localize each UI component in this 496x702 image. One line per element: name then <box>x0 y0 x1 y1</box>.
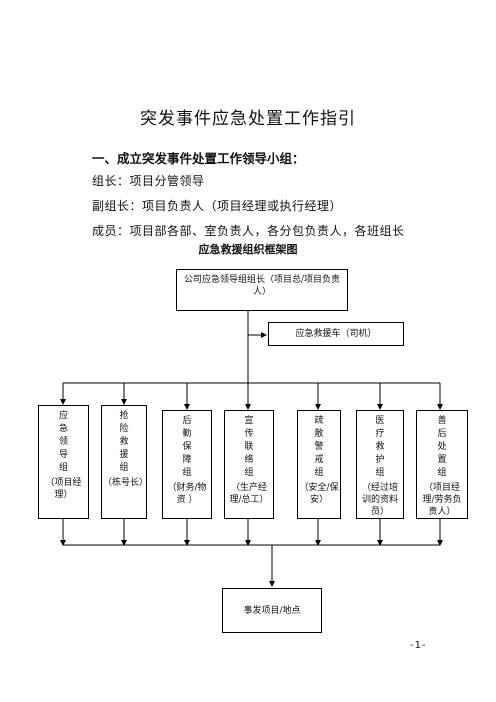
page-number: -1- <box>410 640 427 651</box>
leader-line: 组长：项目分管领导 <box>92 174 205 188</box>
group-role: （生产经理/总工） <box>229 483 269 505</box>
rescue-vehicle-label: 应急救援车（司机） <box>295 329 377 339</box>
group-role: （经过培训的资料员） <box>361 483 398 517</box>
group-name: 宣传联络组 <box>244 416 254 478</box>
members-line: 成员：项目部各部、室负责人，各分包负责人，各班组长 <box>92 224 405 238</box>
group-name: 应急领导组 <box>58 411 68 473</box>
deputy-leader-line: 副组长：项目负责人（项目经理或执行经理） <box>92 199 343 213</box>
top-leader-label: 公司应急领导组组长（项目总/项目负责人） <box>183 275 341 297</box>
section-heading: 一、成立突发事件处置工作领导小组： <box>92 151 305 166</box>
group-box-3: 后勤保障组 （财务/物资 ） <box>162 410 212 519</box>
group-box-1: 应急领导组 （项目经理） <box>38 405 89 519</box>
rescue-vehicle-box: 应急救援车（司机） <box>268 322 404 346</box>
group-box-2: 抢险救援组 （栋号长） <box>101 405 149 519</box>
group-box-7: 善后处置组 （项目经理/劳务负责人） <box>416 410 468 519</box>
group-name: 善后处置组 <box>437 416 447 478</box>
group-name: 后勤保障组 <box>182 416 192 478</box>
group-box-6: 医疗救护组 （经过培训的资料员） <box>356 410 404 519</box>
group-name: 抢险救援组 <box>119 411 129 473</box>
group-role: （项目经理） <box>45 478 82 500</box>
chart-title: 应急救援组织框架图 <box>198 243 298 256</box>
group-box-5: 疏散警戒组 （安全/保安） <box>297 410 341 519</box>
group-role: （安全/保安） <box>299 483 339 505</box>
incident-site-label: 事发项目/地点 <box>243 605 301 616</box>
group-name: 疏散警戒组 <box>314 416 324 478</box>
group-name: 医疗救护组 <box>375 416 385 478</box>
group-role: （财务/物资 ） <box>167 483 207 505</box>
top-leader-box: 公司应急领导组组长（项目总/项目负责人） <box>176 269 348 311</box>
group-role: （栋号长） <box>103 478 149 488</box>
incident-site-box: 事发项目/地点 <box>222 588 322 633</box>
group-box-4: 宣传联络组 （生产经理/总工） <box>224 410 274 519</box>
document-title: 突发事件应急处置工作指引 <box>140 109 356 129</box>
group-role: （项目经理/劳务负责人） <box>422 483 462 517</box>
